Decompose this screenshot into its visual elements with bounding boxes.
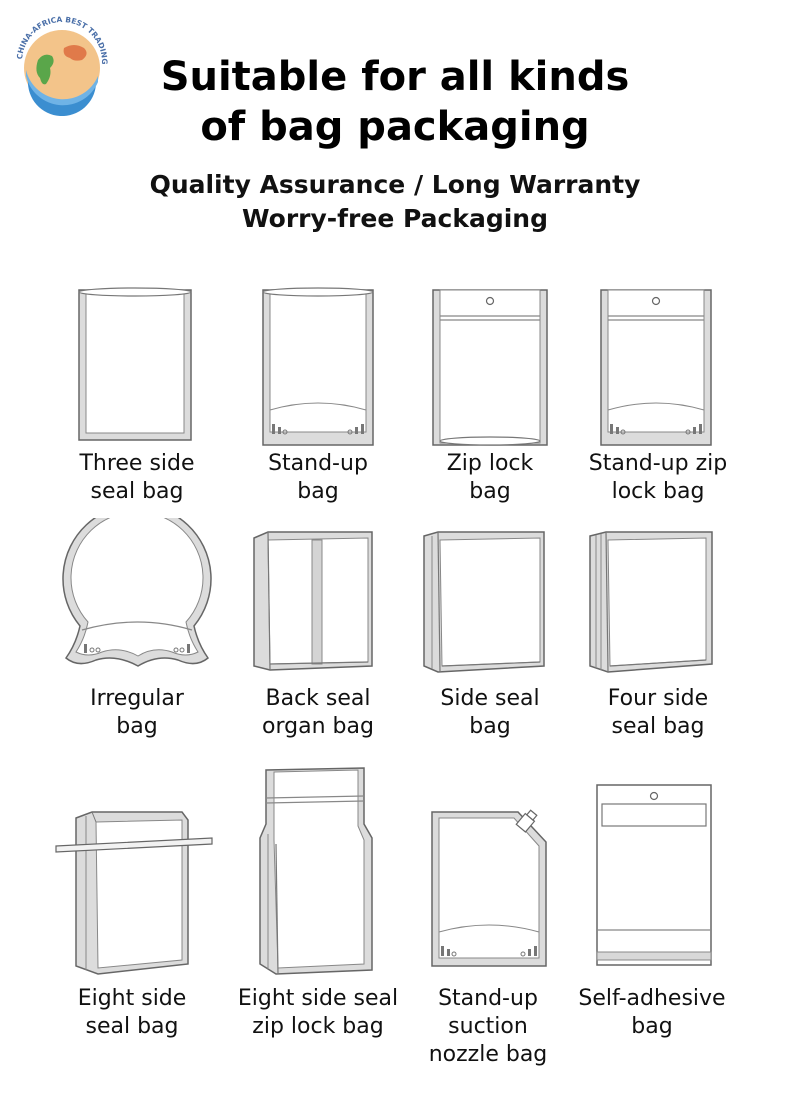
page-subtitle: Quality Assurance / Long Warranty Worry-… [149,170,641,233]
stand-up-bag-illustration [262,287,374,446]
back-seal-organ-bag-illustration [253,531,373,671]
stand-up-suction-nozzle-bag-illustration [431,809,547,967]
self-adhesive-bag-illustration [596,784,712,966]
side-seal-bag-illustration [423,531,545,673]
eight-side-seal-zip-lock-bag-illustration [259,767,373,975]
three-side-seal-bag-illustration [78,287,192,441]
stand-up-zip-lock-bag-illustration [600,289,712,446]
zip-lock-bag-illustration [432,289,548,446]
eight-side-seal-bag-illustration [55,811,213,975]
four-side-seal-bag-illustration [589,531,713,673]
page-title: Suitable for all kinds of bag packaging [160,54,630,150]
company-logo: CHINA-AFRICA BEST TRADING PLATFORM [8,8,109,116]
irregular-bag-illustration [62,518,212,667]
